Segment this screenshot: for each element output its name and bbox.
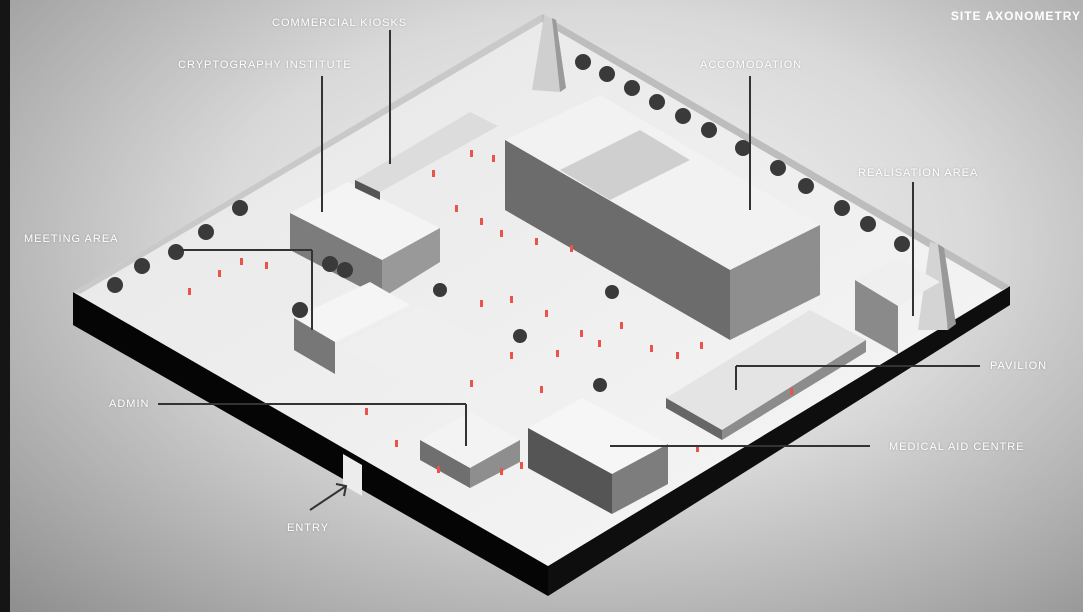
label-realisation-area: REALISATION AREA (858, 167, 979, 179)
tree-row-north-east (575, 54, 910, 252)
label-entry: ENTRY (287, 522, 330, 534)
label-meeting-area: MEETING AREA (24, 233, 119, 245)
perimeter-wall-north-west (73, 14, 542, 294)
leader-lines (158, 30, 980, 511)
entry-gap (343, 454, 362, 496)
realisation-area-structure (855, 258, 940, 306)
label-cryptography-institute: CRYPTOGRAPHY INSTITUTE (178, 59, 352, 71)
label-pavilion: PAVILION (990, 360, 1048, 372)
commercial-kiosks-canopy (355, 112, 498, 192)
realisation-area-walls (855, 280, 898, 354)
label-medical-aid-centre: MEDICAL AID CENTRE (889, 441, 1025, 453)
commercial-kiosks-shade (355, 180, 380, 200)
medical-aid-centre-building (528, 398, 668, 514)
left-edge-strip (0, 0, 10, 612)
label-accomodation: ACCOMODATION (700, 59, 803, 71)
plinth-left-side (73, 292, 548, 596)
perimeter-wall-north-east (542, 14, 1010, 290)
page-title: SITE AXONOMETRY (950, 9, 1081, 23)
accomodation-building (505, 95, 820, 340)
label-admin: ADMIN (109, 398, 150, 410)
plinth-right-side (548, 286, 1010, 596)
cryptography-institute-building (290, 182, 440, 298)
label-commercial-kiosks: COMMERCIAL KIOSKS (272, 17, 408, 29)
people-figures (188, 150, 793, 475)
admin-building (294, 282, 520, 488)
tree-row-west (107, 200, 619, 392)
chimney-north (532, 16, 566, 92)
